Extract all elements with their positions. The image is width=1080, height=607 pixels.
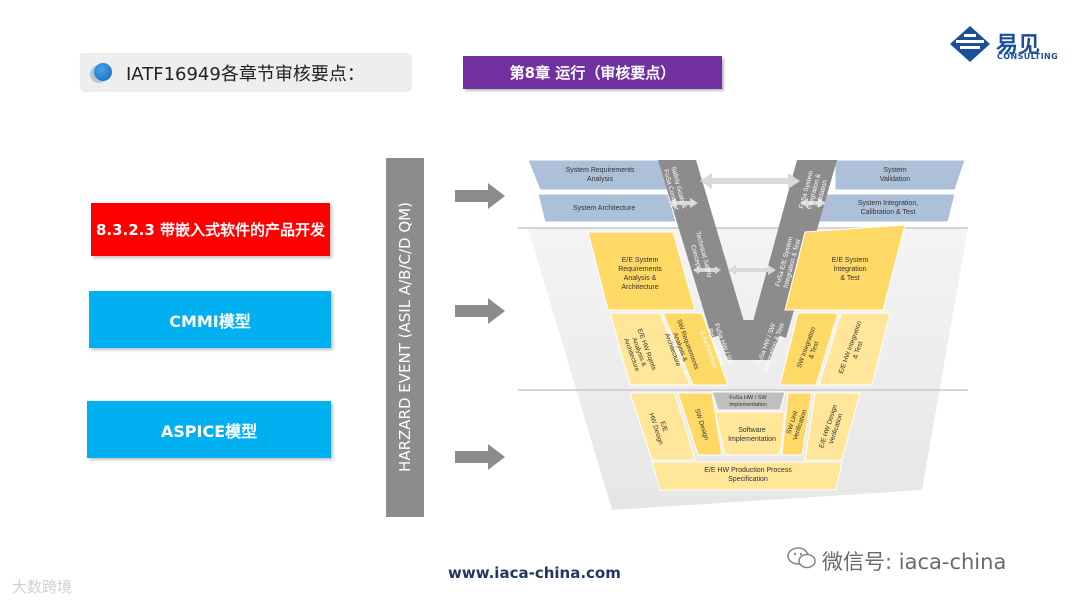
- section-title-box: IATF16949各章节审核要点：: [80, 53, 410, 90]
- ee-hw-int-box: [818, 312, 891, 386]
- chapter-badge: 第8章 运行（审核要点）: [463, 56, 722, 89]
- ee-hw-design-box: [629, 392, 696, 461]
- sw-unit-box: [781, 392, 813, 456]
- sys-arch-text: System Architecture: [573, 205, 635, 212]
- footer-url-link[interactable]: www.iaca-china.com: [448, 564, 621, 582]
- arrow-middle-icon: [455, 298, 505, 324]
- clause-8323-button[interactable]: 8.3.2.3 带嵌入式软件的产品开发: [91, 203, 330, 256]
- bidirectional-arrow-icon: [668, 173, 826, 275]
- bullet-dot-icon: [94, 63, 112, 81]
- aspice-model-button[interactable]: ASPICE模型: [87, 401, 331, 458]
- system-integration-box: [817, 193, 956, 223]
- v-bottom-arm: [712, 320, 786, 360]
- sw-design-box: [677, 392, 723, 456]
- fusa-implementation-box: [711, 391, 786, 411]
- watermark: 大数跨境: [12, 578, 73, 596]
- logo-icon: [950, 26, 990, 62]
- logo-subtitle: CONSULTING: [997, 52, 1059, 61]
- sw-req-box: [662, 312, 729, 386]
- ee-production-box: [651, 461, 843, 491]
- arrow-top-icon: [455, 183, 505, 209]
- ee-hw-req-box: [609, 312, 691, 386]
- system-architecture-box: [537, 193, 677, 223]
- system-validation-box: [834, 159, 966, 191]
- hazard-event-label: HARZARD EVENT (ASIL A/B/C/D QM): [396, 202, 414, 472]
- wechat-id: 微信号: iaca-china: [822, 550, 1007, 574]
- arrow-bottom-icon: [455, 444, 505, 470]
- system-requirements-box: [527, 159, 669, 191]
- sys-int-text: System Integration,Calibration & Test: [858, 200, 918, 216]
- sw-implementation-box: [714, 411, 786, 456]
- section-title: IATF16949各章节审核要点：: [126, 64, 365, 85]
- wechat-icon: [787, 547, 816, 569]
- hazard-event-bar: [386, 158, 424, 517]
- logo-name: 易见: [996, 33, 1041, 58]
- ee-integration-box: [784, 224, 906, 311]
- sw-int-box: [779, 312, 839, 386]
- ee-hw-ver-box: [804, 392, 861, 461]
- cmmi-model-button[interactable]: CMMI模型: [89, 291, 331, 348]
- ee-requirements-box: [587, 231, 696, 311]
